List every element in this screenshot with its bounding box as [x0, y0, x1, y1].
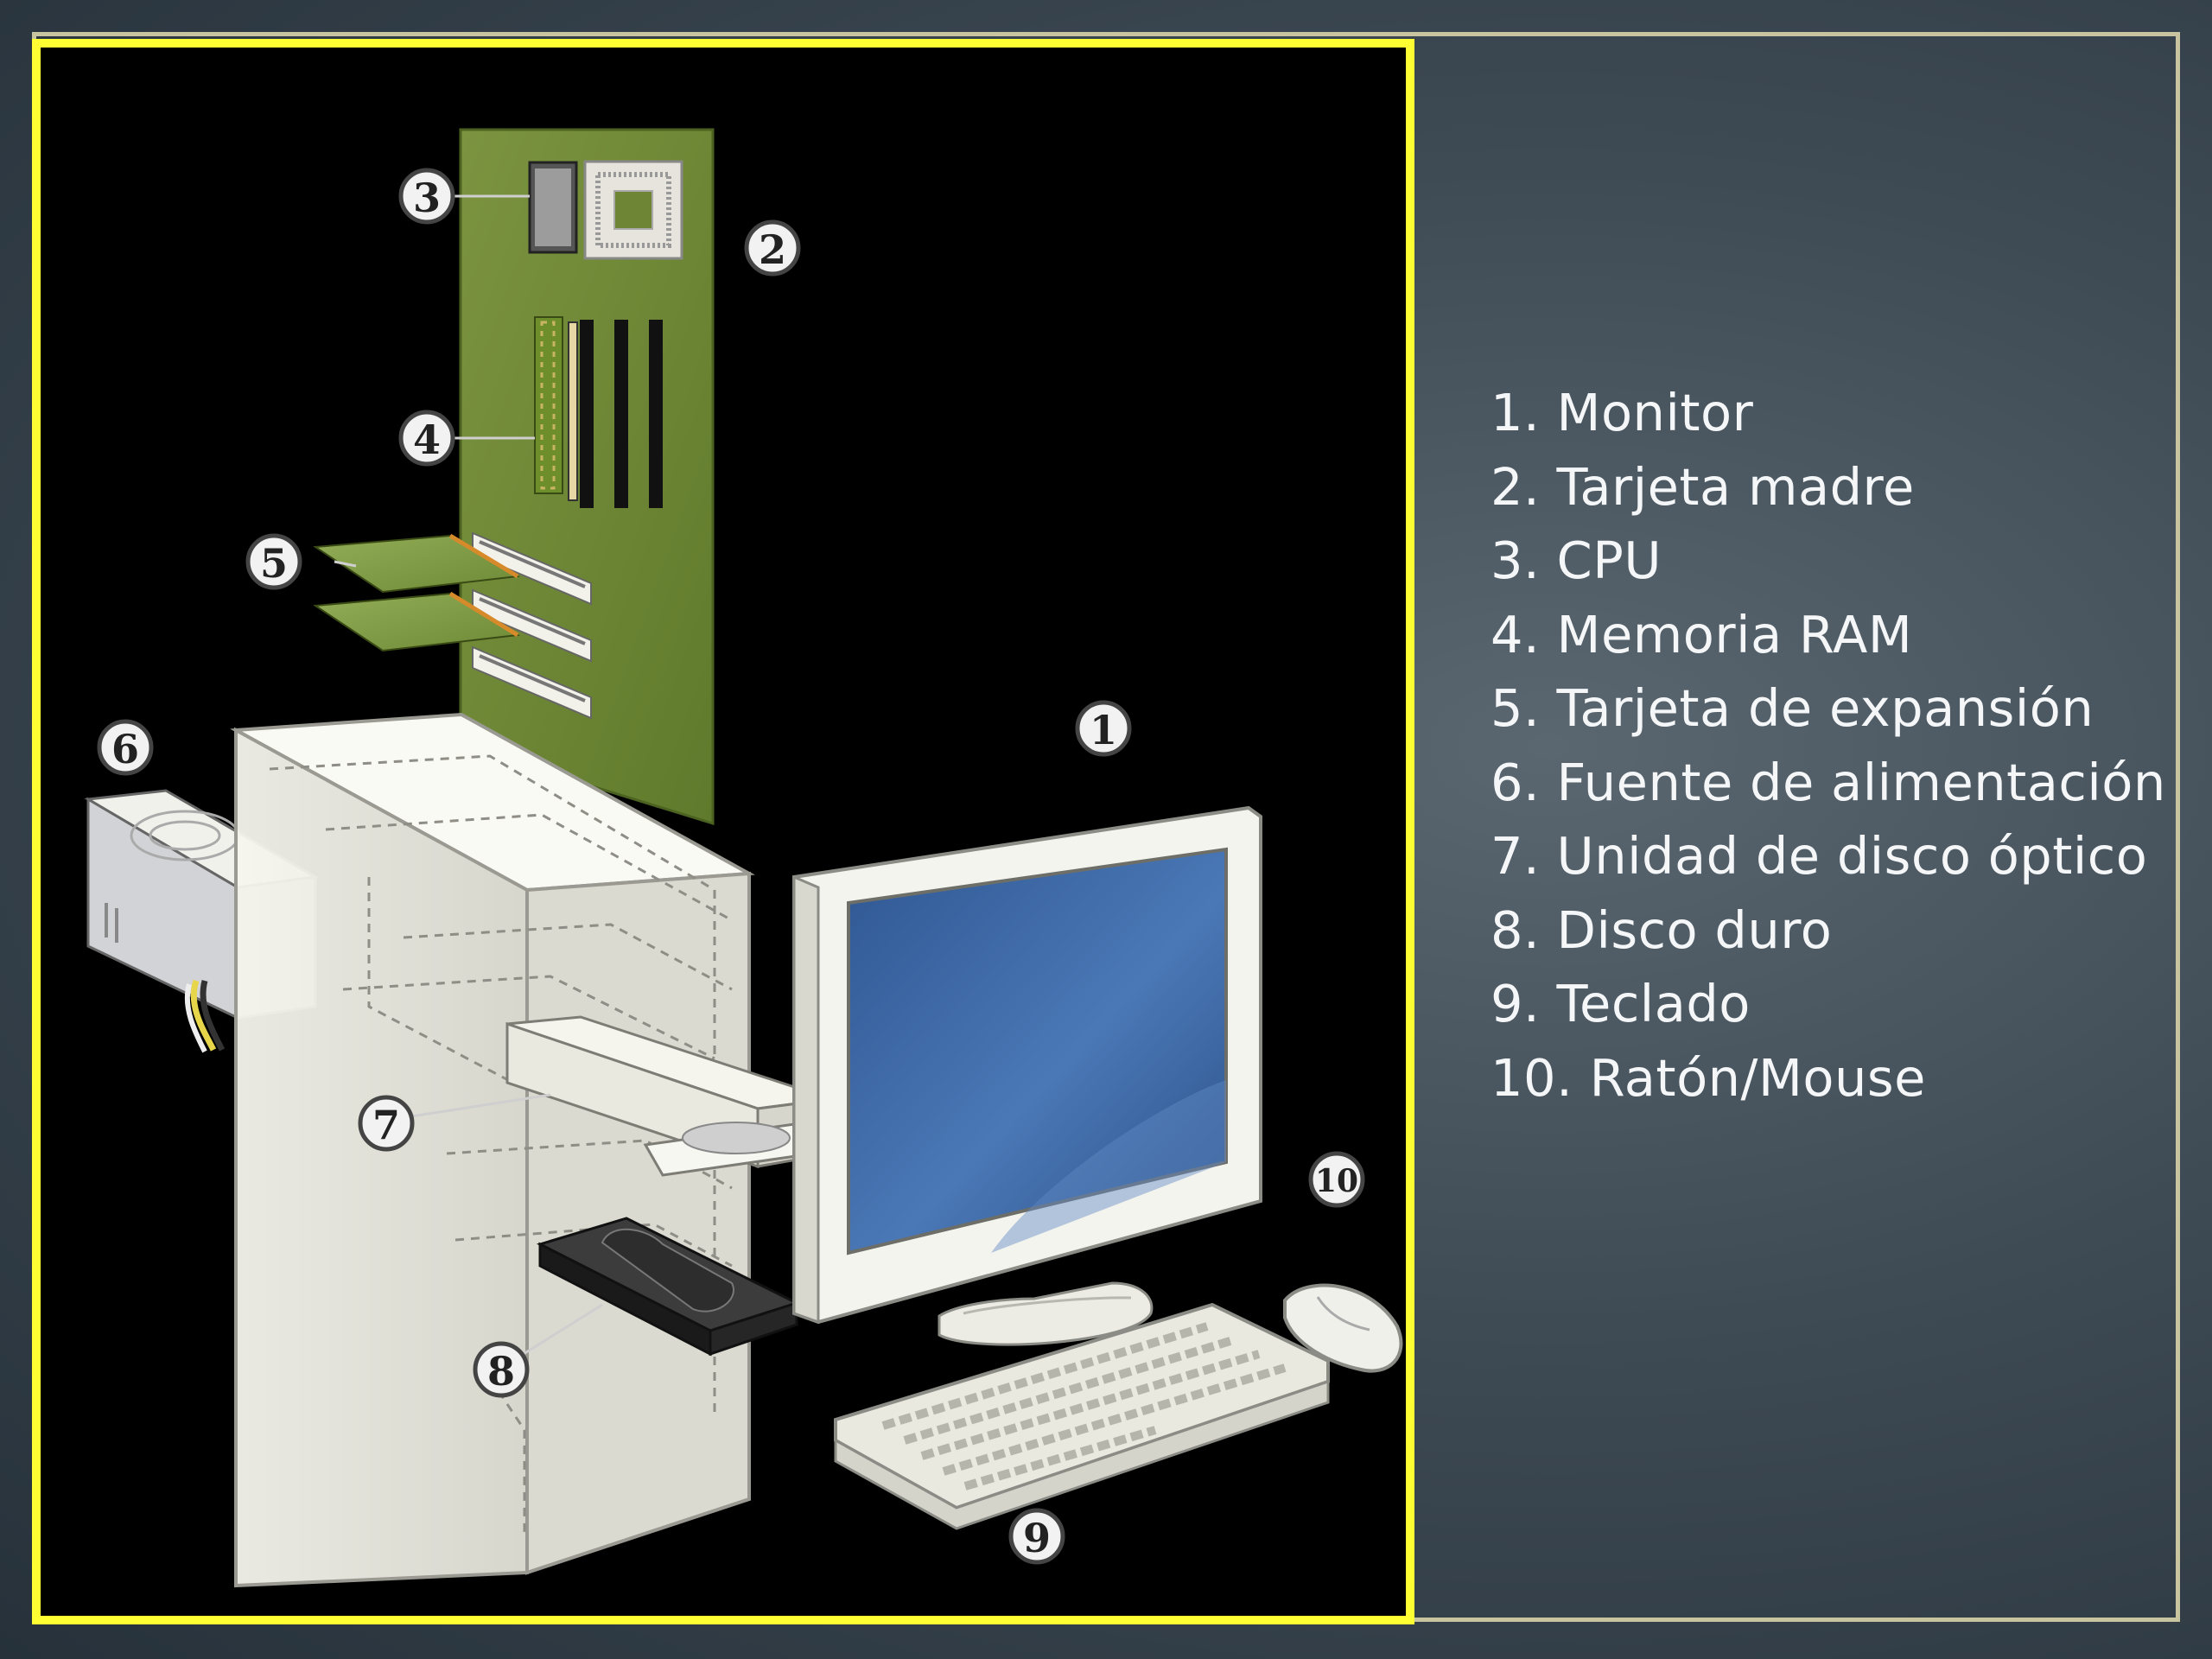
svg-text:1: 1: [1090, 707, 1117, 753]
legend-item-cpu: 3. CPU: [1491, 531, 1662, 590]
motherboard: [459, 128, 715, 826]
svg-text:9: 9: [1023, 1515, 1051, 1561]
keyboard: [834, 1302, 1330, 1530]
callout-9: 9: [1008, 1508, 1065, 1565]
hard-disk: [536, 1217, 800, 1357]
monitor: [792, 805, 1262, 1346]
legend-item-power-supply: 6. Fuente de alimentación: [1491, 752, 2166, 812]
ram-slot: [614, 320, 628, 508]
svg-text:3: 3: [413, 175, 441, 221]
leader-lines: [334, 194, 603, 1367]
ram-slot: [649, 320, 663, 508]
legend-item-optical-drive: 7. Unidad de disco óptico: [1491, 826, 2148, 886]
diagram-panel: 1 2 3 4 5 6 7 8: [32, 39, 1414, 1624]
callout-8: 8: [473, 1341, 530, 1398]
callout-1: 1: [1075, 700, 1132, 757]
svg-text:8: 8: [487, 1348, 515, 1395]
optical-drive: [505, 1015, 846, 1177]
computer-parts-diagram: 1 2 3 4 5 6 7 8: [84, 128, 1403, 1588]
legend-item-keyboard: 9. Teclado: [1491, 974, 1751, 1033]
cpu-chip: [528, 161, 578, 254]
svg-text:2: 2: [759, 226, 786, 273]
legend-item-mouse: 10. Ratón/Mouse: [1491, 1047, 1926, 1108]
svg-text:5: 5: [260, 540, 288, 587]
legend-item-hard-disk: 8. Disco duro: [1491, 899, 1833, 960]
svg-text:10: 10: [1315, 1163, 1358, 1199]
legend-item-ram: 4. Memoria RAM: [1491, 604, 1913, 664]
pc-tower-case: [230, 712, 755, 1588]
ram-slot: [580, 320, 594, 508]
mouse: [1283, 1283, 1403, 1373]
svg-text:7: 7: [372, 1102, 400, 1148]
parts-legend: 1. Monitor 2. Tarjeta madre 3. CPU 4. Me…: [1491, 376, 2166, 1115]
legend-item-expansion-card: 5. Tarjeta de expansión: [1491, 678, 2094, 738]
callout-6: 6: [97, 719, 154, 776]
callout-3: 3: [398, 168, 455, 225]
svg-text:4: 4: [413, 416, 441, 463]
expansion-slots: [472, 531, 592, 720]
ram-module: [534, 316, 578, 501]
callout-7: 7: [358, 1095, 415, 1152]
callout-5: 5: [245, 533, 302, 590]
callout-2: 2: [744, 219, 801, 276]
callout-10: 10: [1308, 1151, 1365, 1208]
legend-item-monitor: 1. Monitor: [1491, 383, 1754, 442]
callout-4: 4: [398, 410, 455, 467]
legend-item-motherboard: 2. Tarjeta madre: [1491, 456, 1915, 517]
svg-text:6: 6: [111, 726, 139, 772]
expansion-cards: [313, 533, 521, 652]
cpu-socket: [583, 160, 683, 260]
